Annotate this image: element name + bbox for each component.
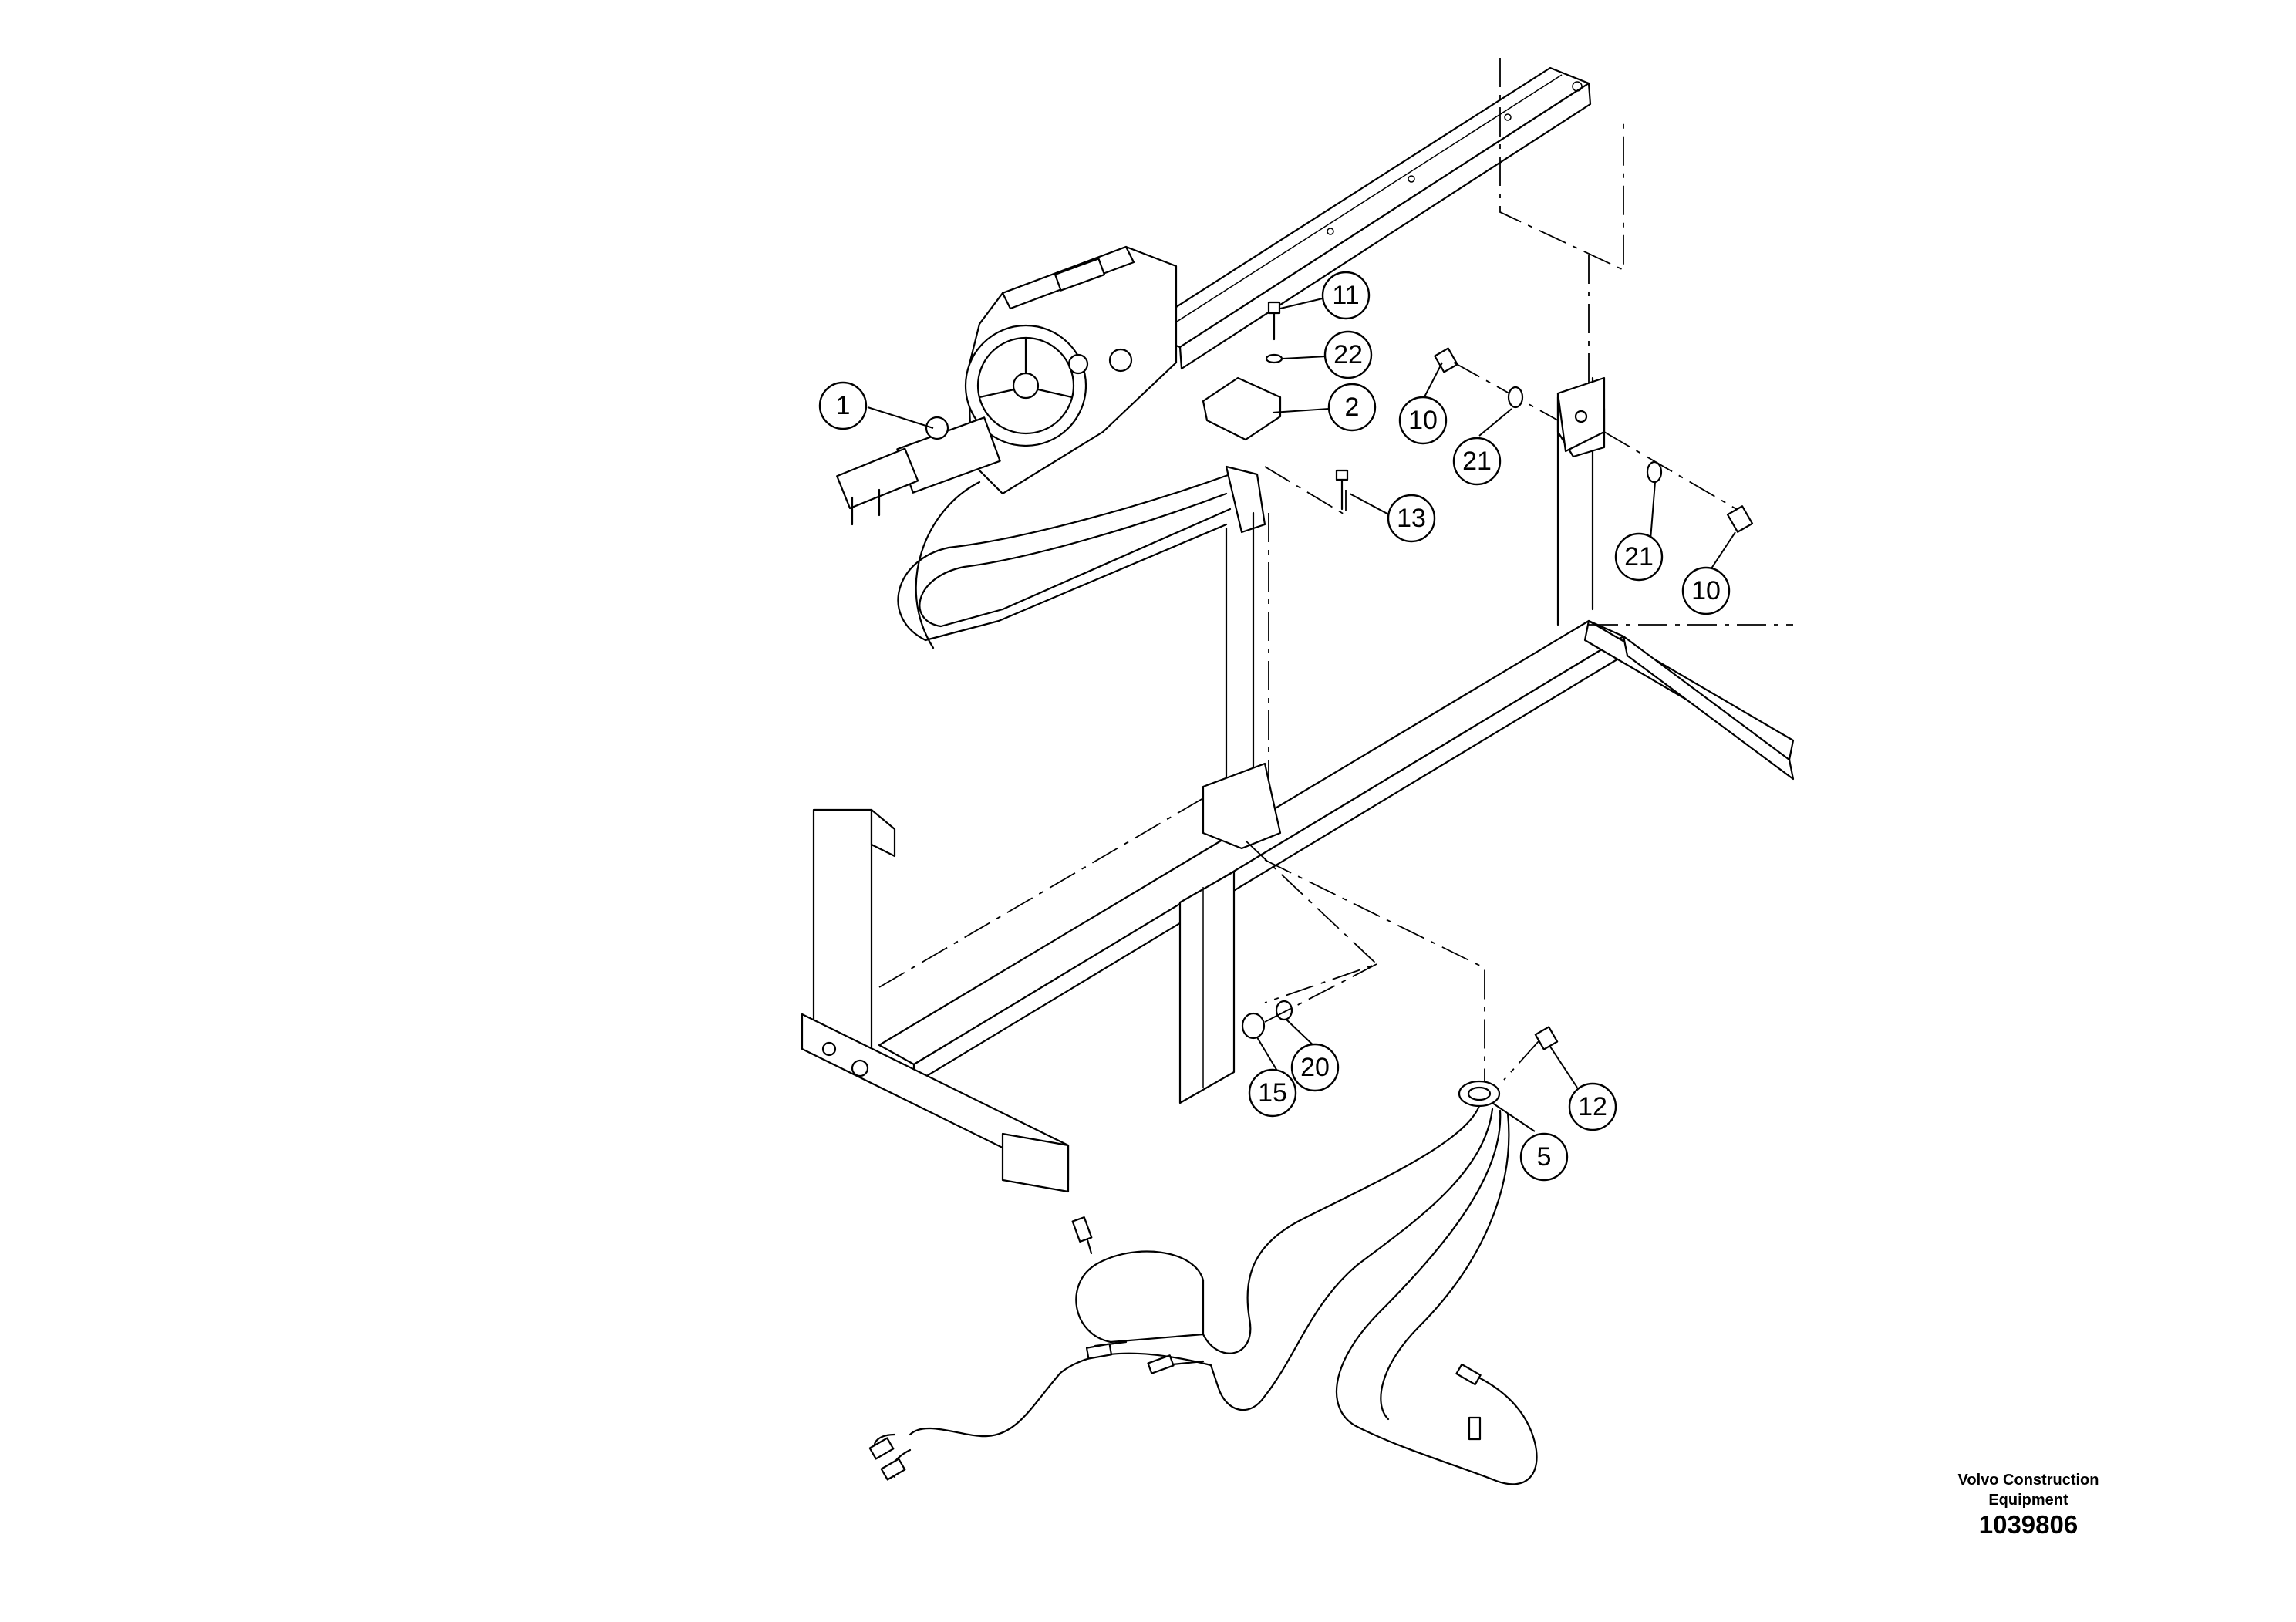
callout-2: 2	[1327, 383, 1377, 432]
svg-text:21: 21	[1624, 542, 1654, 572]
lower-frame	[801, 619, 1795, 1193]
bracket-dashed-leader	[1264, 466, 1347, 517]
brand-line-2: Equipment	[1988, 1492, 2068, 1509]
upper-rail	[1136, 66, 1592, 370]
svg-text:15: 15	[1258, 1078, 1287, 1108]
callout-15: 15	[1248, 1068, 1297, 1118]
drawing-number: 1039806	[1978, 1510, 2079, 1539]
svg-text:12: 12	[1578, 1092, 1607, 1121]
hardware	[1241, 301, 1754, 1108]
svg-text:21: 21	[1462, 447, 1492, 476]
svg-text:2: 2	[1345, 393, 1360, 422]
upright-post-left	[1225, 511, 1269, 811]
callout-11: 11	[1321, 271, 1371, 320]
callout-21-right: 21	[1614, 532, 1664, 582]
brand-caption: Volvo Construction Equipment	[1928, 1470, 2129, 1510]
callout-22: 22	[1323, 330, 1373, 379]
control-console	[836, 245, 1178, 526]
callout-13: 13	[1387, 494, 1436, 543]
callout-1: 1	[818, 381, 868, 430]
hydraulic-hoses	[868, 1104, 1538, 1485]
svg-text:22: 22	[1333, 340, 1363, 369]
svg-text:10: 10	[1691, 576, 1721, 605]
callout-5: 5	[1519, 1132, 1569, 1182]
svg-text:13: 13	[1397, 504, 1426, 533]
cable-chain	[897, 465, 1266, 649]
callout-12: 12	[1568, 1082, 1617, 1131]
callout-20: 20	[1290, 1043, 1340, 1092]
rail-plate-outline	[1499, 58, 1624, 271]
callout-21-top: 21	[1452, 437, 1502, 486]
svg-text:5: 5	[1537, 1142, 1552, 1172]
callout-10-right: 10	[1681, 566, 1731, 615]
callout-10-top: 10	[1398, 396, 1448, 445]
svg-text:10: 10	[1408, 406, 1438, 435]
svg-text:20: 20	[1300, 1053, 1330, 1082]
bracket-cover	[1202, 376, 1282, 441]
svg-text:11: 11	[1332, 281, 1359, 310]
svg-text:1: 1	[836, 391, 851, 420]
brand-line-1: Volvo Construction	[1957, 1472, 2099, 1489]
